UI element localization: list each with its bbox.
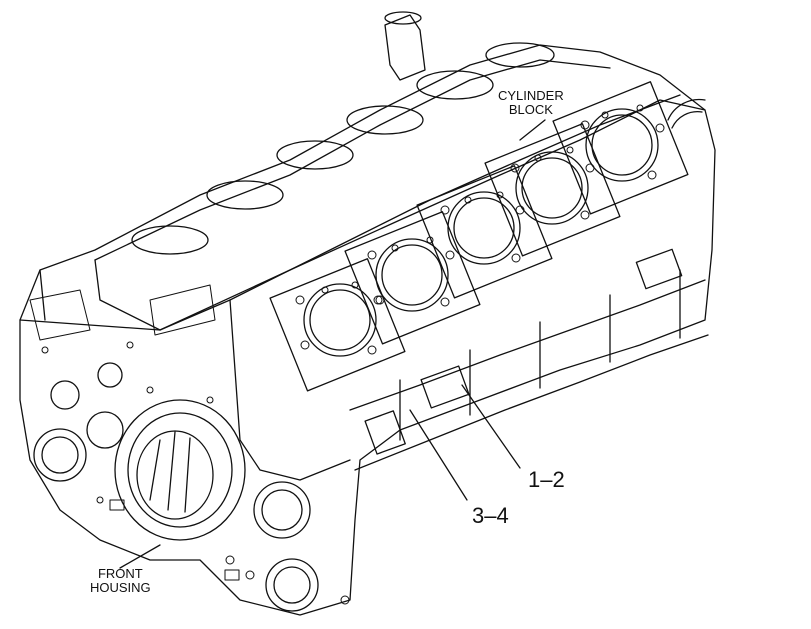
upper-bore [485,42,555,68]
leader-1-2 [461,384,521,469]
front-housing-port [33,428,87,482]
leader-front-housing [119,544,161,569]
cylinder-bore [303,283,377,357]
bore-group [484,123,621,257]
bore-group [269,258,406,392]
side-cover [364,410,406,455]
bore-group [667,98,706,129]
leader-3-4 [409,409,468,501]
top-fitting [384,14,426,81]
callout-1-2: 1–2 [528,467,565,492]
top-deck-front-edge [94,59,611,261]
upper-bore [276,140,354,170]
cylinder-bore [447,191,521,265]
bore-group [416,165,553,299]
side-cover [635,248,683,290]
upper-bore [206,180,284,210]
block-outline [19,44,716,616]
front-housing-bore [114,399,246,541]
callout-3-4: 3–4 [472,503,509,528]
side-cover [420,365,470,409]
cylinder-bore [585,108,659,182]
bolt-holes [295,104,665,355]
upper-bore [416,70,494,100]
leader-cylinder-block [519,119,546,141]
front-housing-port [97,362,123,388]
gasket-plate [416,165,553,299]
upper-bore [346,105,424,135]
cylinder-bore [375,238,449,312]
pan-rail [349,279,706,411]
front-housing-label: FRONT HOUSING [90,566,151,595]
upper-bore [131,225,209,255]
cylinder-bore [515,151,589,225]
gasket-plate [484,123,621,257]
gasket-plate [552,81,689,215]
bore-group [344,211,481,345]
cylinder-block-label: CYLINDER BLOCK [498,88,564,117]
front-housing-port [50,380,80,410]
gasket-plate [344,211,481,345]
front-housing-port [86,411,124,449]
front-housing-port [253,481,311,539]
front-housing-port [265,558,319,612]
cylinder-bore-partial [667,98,706,121]
bore-group [552,81,689,215]
top-deck-mid-line [229,94,681,301]
pan-rail-lower [354,334,709,471]
gasket-plate [269,258,406,392]
top-deck-rear-edge [159,99,706,331]
